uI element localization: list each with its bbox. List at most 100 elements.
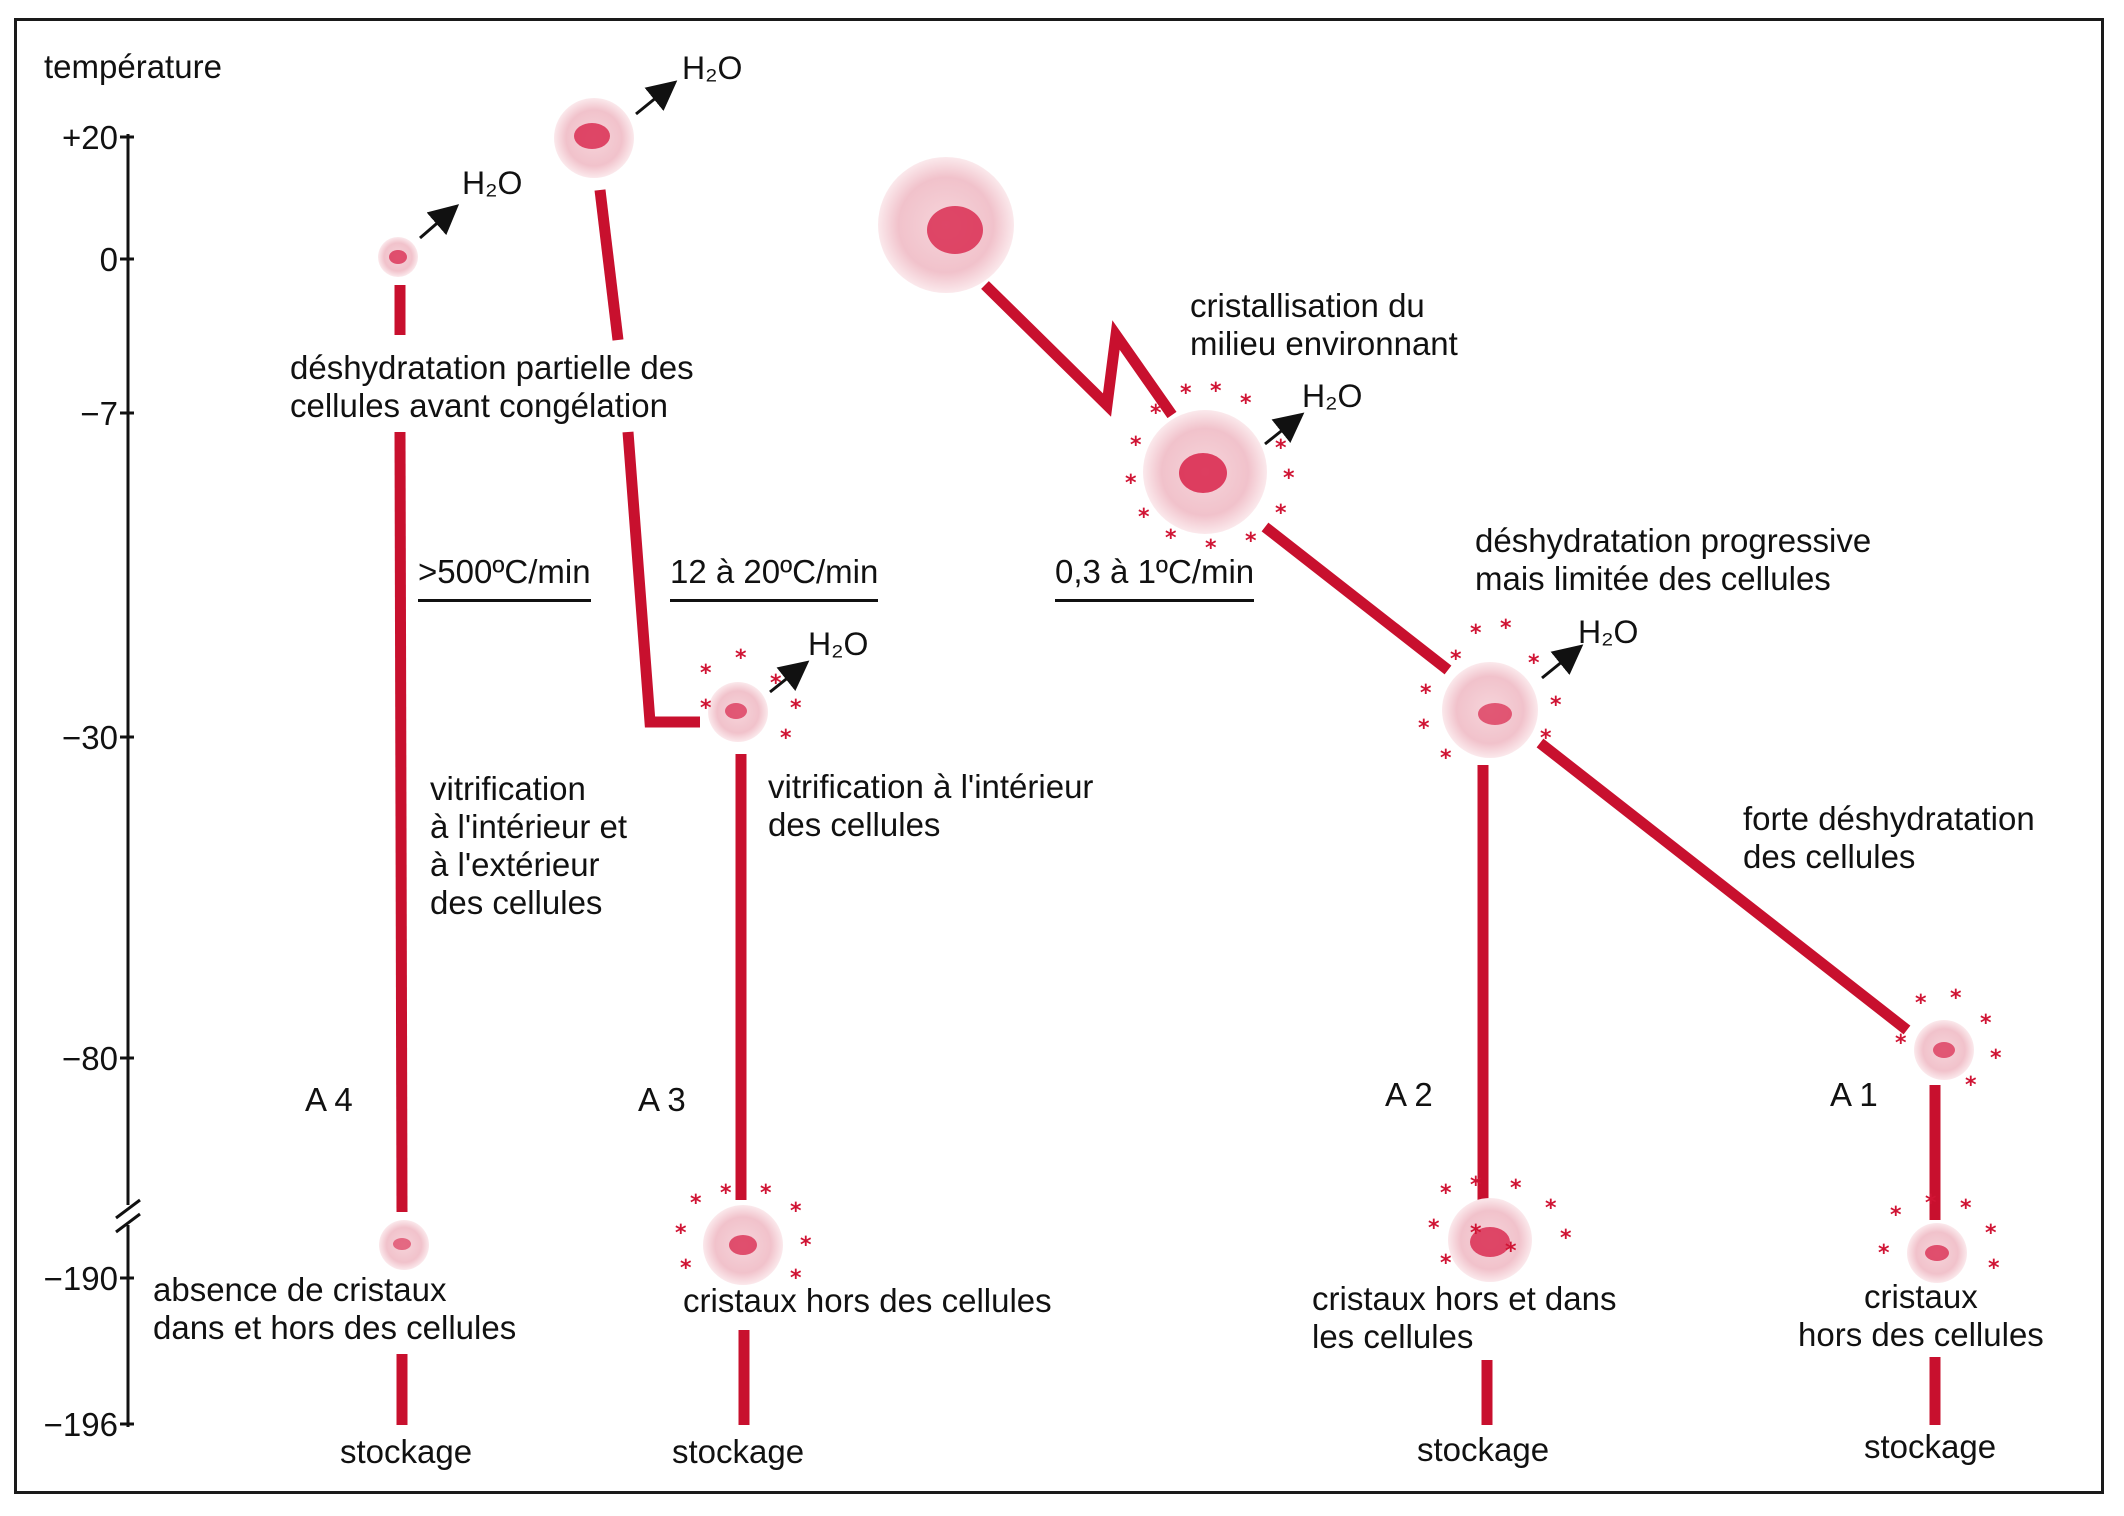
crystal-mark: * (1990, 1046, 2002, 1071)
crystal-mark: * (1150, 401, 1162, 426)
h2o-label: H₂O (1578, 614, 1639, 650)
axis-break-mark (115, 1198, 141, 1220)
cell-nucleus (393, 1238, 411, 1250)
h2o-arrow (769, 660, 810, 694)
crystal-mark: * (1950, 986, 1962, 1011)
cell-a4-top (378, 237, 418, 277)
crystal-mark: * (1450, 647, 1462, 672)
rate-label-a3: 12 à 20ºC/min (670, 553, 879, 602)
crystal-mark: * (1245, 529, 1257, 554)
curve-a3-path (622, 431, 700, 728)
crystal-mark: * (1505, 1239, 1517, 1264)
h2o-label: H₂O (682, 50, 743, 86)
label-no-crystals: absence de cristaux dans et hors des cel… (153, 1271, 517, 1346)
crystal-mark: * (1890, 1203, 1902, 1228)
crystal-mark: * (1275, 501, 1287, 526)
crystal-mark: * (760, 1181, 772, 1206)
crystal-mark: * (1470, 1173, 1482, 1198)
cell-a1-mid (1914, 1020, 1974, 1080)
storage-label-a3: stockage (672, 1433, 805, 1470)
cell-nucleus (1933, 1042, 1955, 1058)
crystal-mark: * (1470, 621, 1482, 646)
crystal-mark: * (1988, 1256, 2000, 1281)
rate-label-a12: 0,3 à 1ºC/min (1055, 553, 1255, 602)
crystal-mark: * (1275, 436, 1287, 461)
cell-a3-mid (708, 682, 768, 742)
crystal-mark: * (1165, 526, 1177, 551)
ice-crystals: * * * * * * * * * * * * * * * * * * * * … (675, 379, 2002, 1291)
cell-nucleus (389, 250, 407, 264)
crystal-mark: * (1205, 536, 1217, 561)
crystal-mark: * (1420, 681, 1432, 706)
crystal-mark: * (790, 1199, 802, 1224)
crystal-mark: * (1125, 471, 1137, 496)
crystal-mark: * (800, 1233, 812, 1258)
crystal-mark: * (1428, 1216, 1440, 1241)
curve-a4 (394, 285, 408, 1425)
crystal-mark: * (1960, 1196, 1972, 1221)
crystal-mark: * (680, 1256, 692, 1281)
axis-break-mark (115, 1212, 141, 1234)
cell-a2-bottom (1448, 1198, 1532, 1282)
crystal-mark: * (700, 661, 712, 686)
water-arrows (419, 80, 1584, 694)
temperature-axis (115, 134, 141, 1427)
crystal-mark: * (1545, 1196, 1557, 1221)
axis-title: température (44, 48, 222, 85)
crystal-mark: * (1510, 1176, 1522, 1201)
cell-nucleus (574, 123, 610, 149)
crystal-mark: * (1240, 391, 1252, 416)
crystal-mark: * (1130, 433, 1142, 458)
curve-label-a4: A 4 (305, 1081, 353, 1118)
label-strong-dehydration: forte déshydratation des cellules (1743, 800, 2035, 875)
crystal-mark: * (720, 1181, 732, 1206)
h2o-arrow (419, 204, 460, 240)
label-vitrification-in-out: vitrification à l'intérieur et à l'extér… (430, 770, 628, 921)
curve-label-a3: A 3 (638, 1081, 686, 1118)
crystal-mark: * (1180, 381, 1192, 406)
crystal-mark: * (1138, 505, 1150, 530)
crystal-mark: * (790, 696, 802, 721)
curve-label-a1: A 1 (1830, 1076, 1878, 1113)
curve-a1-segment (1536, 738, 1911, 1035)
crystal-mark: * (1528, 651, 1540, 676)
curve-a3-path (594, 189, 624, 341)
cell-nucleus (927, 206, 983, 254)
crystal-mark: * (1500, 616, 1512, 641)
storage-label-a2: stockage (1417, 1431, 1550, 1468)
h2o-label: H₂O (808, 626, 869, 662)
h2o-arrow (1264, 412, 1305, 446)
tick-label: 0 (99, 241, 118, 278)
label-progressive-dehydration: déshydratation progressive mais limitée … (1475, 522, 1872, 597)
crystal-mark: * (1440, 746, 1452, 771)
h2o-arrow (1541, 644, 1584, 680)
cell-a3-top (554, 98, 634, 178)
crystal-mark: * (1980, 1011, 1992, 1036)
cell-a3-bottom (703, 1205, 783, 1285)
label-crystals-outside: cristaux hors des cellules (683, 1282, 1052, 1319)
curve-a2-a1 (981, 281, 1941, 1425)
label-partial-dehydration: déshydratation partielle des cellules av… (290, 349, 694, 424)
rate-label-a4: >500ºC/min (418, 553, 591, 602)
curve-shared-segment (1261, 522, 1452, 675)
crystal-mark: * (1560, 1226, 1572, 1251)
crystal-mark: * (690, 1191, 702, 1216)
tick-label: −30 (62, 719, 118, 756)
crystal-mark: * (1965, 1073, 1977, 1098)
storage-label-a1: stockage (1864, 1428, 1997, 1465)
crystal-mark: * (1540, 726, 1552, 751)
cell-a12-top (878, 157, 1014, 293)
crystal-mark: * (790, 1266, 802, 1291)
label-vitrification-in: vitrification à l'intérieur des cellules (768, 768, 1094, 843)
crystal-mark: * (1925, 1191, 1937, 1216)
crystal-mark: * (1895, 1031, 1907, 1056)
crystal-mark: * (780, 726, 792, 751)
tick-label: −80 (62, 1040, 118, 1077)
tick-label: −7 (80, 395, 118, 432)
h2o-label: H₂O (1302, 378, 1363, 414)
crystal-mark: * (1418, 716, 1430, 741)
crystal-mark: * (1440, 1251, 1452, 1276)
crystal-mark: * (1878, 1241, 1890, 1266)
